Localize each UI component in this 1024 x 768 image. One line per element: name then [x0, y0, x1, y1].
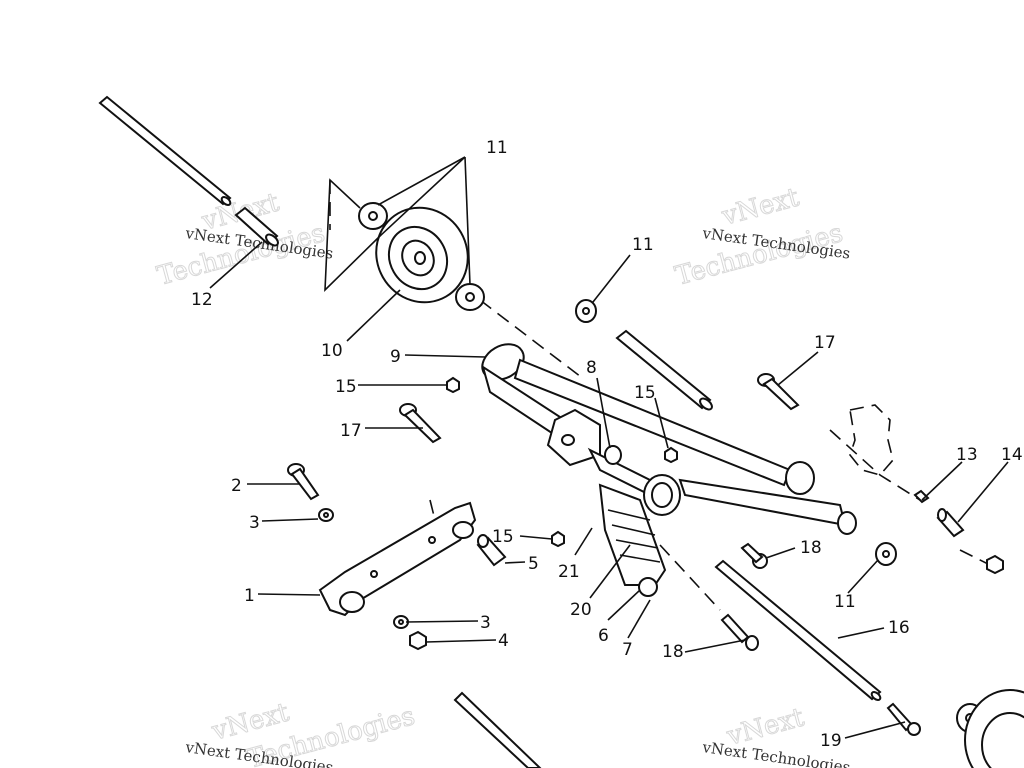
callout-10: 10: [321, 341, 343, 361]
callout-5: 5: [528, 554, 539, 574]
washer-3-lower: [393, 615, 409, 629]
bracket-1: [318, 501, 477, 617]
callout-18-lower: 18: [662, 642, 684, 662]
callout-16: 16: [888, 618, 910, 638]
callout-15-a: 15: [335, 377, 357, 397]
wheel-10: [375, 206, 469, 304]
alignment-dash: [829, 429, 921, 501]
nut-right-edge: [986, 554, 1004, 575]
callout-1: 1: [244, 586, 255, 606]
callout-14: 14: [1001, 445, 1023, 465]
hidden-bracket-outline: [849, 404, 894, 476]
alignment-dash: [659, 544, 721, 611]
bottom-left-shaft: [453, 691, 542, 768]
washer-11-left: [358, 202, 388, 230]
nut-4: [409, 630, 427, 651]
alignment-dash: [479, 299, 586, 381]
bolt-19: [886, 702, 921, 736]
callout-21: 21: [558, 562, 580, 582]
spacer-5: [476, 534, 507, 567]
bolt-17-left: [399, 403, 442, 444]
washer-3-upper: [318, 508, 334, 522]
bushing-14: [936, 508, 965, 538]
callout-2: 2: [231, 476, 242, 496]
washer-11-mid: [575, 299, 597, 323]
callout-12: 12: [191, 290, 213, 310]
callout-15-c: 15: [492, 527, 514, 547]
washer-11-right: [455, 283, 485, 311]
bolt-2: [287, 463, 320, 501]
callout-6: 6: [598, 626, 609, 646]
callout-20: 20: [570, 600, 592, 620]
shock-absorber: [546, 408, 681, 597]
lower-shaft-16: [714, 559, 882, 701]
watermark-top-left: vNext Technologies vNext Technologies: [154, 187, 335, 292]
callout-11-top: 11: [486, 138, 508, 158]
nut-15-b: [664, 446, 678, 464]
leader-lines: [209, 156, 1009, 739]
wheel-lower-right: [964, 689, 1024, 768]
alignment-dash: [429, 499, 436, 521]
callout-3-lower: 3: [480, 613, 491, 633]
watermark-bottom-left: vNext Technologies vNext Technologies: [183, 697, 418, 768]
shaft-12: [234, 206, 279, 247]
bolt-18-upper: [740, 542, 768, 569]
axle-rod-right: [615, 329, 713, 411]
callout-4: 4: [498, 631, 509, 651]
callout-11-lower: 11: [834, 592, 856, 612]
alignment-dash: [959, 549, 991, 566]
upper-left-shaft: [98, 95, 232, 206]
callout-3-upper: 3: [249, 513, 260, 533]
callout-8: 8: [586, 358, 597, 378]
callout-7: 7: [622, 640, 633, 660]
bolt-17-right: [757, 373, 800, 411]
callout-17-right: 17: [814, 333, 836, 353]
callout-11-mid: 11: [632, 235, 654, 255]
watermark-top-right: vNext Technologies vNext Technologies: [672, 182, 852, 292]
washer-11-lower: [875, 542, 897, 566]
nut-15-a: [446, 376, 460, 394]
callout-18-upper: 18: [800, 538, 822, 558]
callout-9: 9: [390, 347, 401, 367]
callout-13: 13: [956, 445, 978, 465]
nut-15-c: [551, 530, 565, 548]
bolt-18-lower: [720, 613, 759, 651]
callout-19: 19: [820, 731, 842, 751]
watermark-big-text: vNext: [718, 182, 803, 232]
callout-17-left: 17: [340, 421, 362, 441]
spacer-13: [913, 489, 930, 504]
callout-15-b: 15: [634, 383, 656, 403]
